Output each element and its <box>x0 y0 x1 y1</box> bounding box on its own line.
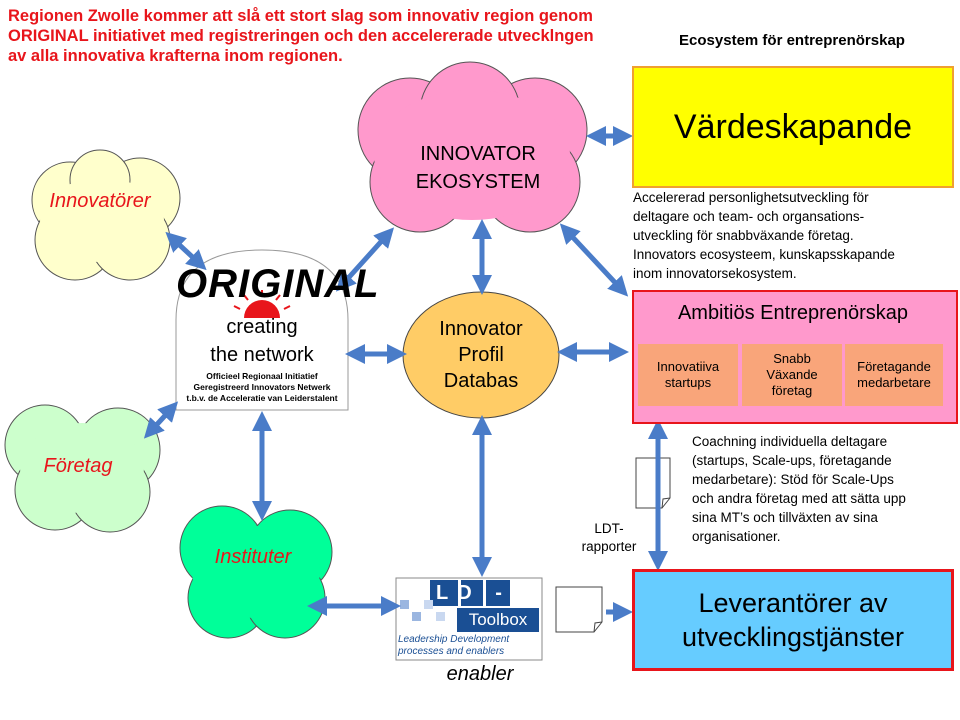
original-logo[interactable] <box>175 249 349 411</box>
original-line: the network <box>210 344 314 366</box>
accel-line: utveckling för snabbväxande företag. <box>633 228 854 243</box>
original-title: ORIGINAL <box>176 262 380 306</box>
original-line: creating <box>226 316 298 338</box>
sub-innovativa-startups[interactable]: Innovatiiva startups <box>638 344 738 406</box>
enabler-label: enabler <box>446 663 514 685</box>
ekosystem-line: INNOVATOR <box>420 143 536 165</box>
databas-line: Innovator <box>439 318 523 340</box>
toolbox-ld-text: LD - <box>436 582 511 604</box>
cloud-foretag[interactable] <box>4 404 161 533</box>
arrow-innovatorer-original <box>165 231 207 271</box>
cloud-instituter[interactable] <box>179 505 333 639</box>
arrow-original-ekosystem <box>335 227 395 292</box>
ld-toolbox-logo[interactable] <box>395 577 543 661</box>
ekosystem-label: INNOVATOR EKOSYSTEM <box>398 140 558 196</box>
coaching-line: (startups, Scale-ups, företagande <box>692 453 892 468</box>
document-icon <box>555 586 603 633</box>
innovatorer-label: Innovatörer <box>49 190 151 212</box>
ldt-line: rapporter <box>581 539 637 554</box>
ldt-line: LDT- <box>594 521 624 536</box>
leverantorer-line: utvecklingstjänster <box>681 622 905 652</box>
ekosystem-line: EKOSYSTEM <box>415 171 541 193</box>
toolbox-caption: Leadership Development processes and ena… <box>398 634 540 658</box>
coaching-description: Coachning individuella deltagare (startu… <box>692 432 954 546</box>
databas-label: Innovator Profil Databas <box>410 316 552 394</box>
coaching-line: och andra företag med att sätta upp <box>692 491 906 506</box>
sub-foretagande-medarbetare[interactable]: Företagande medarbetare <box>845 344 943 406</box>
leverantorer-box[interactable]: Leverantörer av utvecklingstjänster <box>632 569 954 671</box>
headline: Regionen Zwolle kommer att slå ett stort… <box>8 7 594 65</box>
sub-line: Innovatiiva <box>656 359 720 374</box>
sun-icon <box>233 290 291 318</box>
vardeskapande-box[interactable]: Värdeskapande <box>632 66 954 188</box>
original-smallprint: Officieel Regionaal Initiatief Geregistr… <box>176 371 348 404</box>
ldt-rapporter-label: LDT- rapporter <box>572 520 646 556</box>
original-tagline: creating the network <box>176 313 348 369</box>
accel-line: deltagare och team- och organsations- <box>633 209 865 224</box>
sub-line: Snabb <box>773 351 811 366</box>
toolbox-title: Toolbox <box>468 610 528 629</box>
sub-line: Växande <box>766 367 818 382</box>
instituter-label: Instituter <box>214 546 292 568</box>
foretag-label: Företag <box>43 455 113 477</box>
leverantorer-line: Leverantörer av <box>698 588 888 618</box>
accel-line: Innovators ecosysteem, kunskapsskapande <box>633 247 895 262</box>
ambitios-title: Ambitiös Entreprenörskap <box>677 302 909 324</box>
databas-line: Profil <box>458 344 504 366</box>
cloud-innovatorer[interactable] <box>31 149 181 281</box>
cloud-innovator-ekosystem[interactable] <box>357 61 588 233</box>
arrow-foretag-original <box>143 401 179 439</box>
accel-line: inom innovatorsekosystem. <box>633 266 797 281</box>
accel-description: Accelererad personlighetsutveckling för … <box>633 188 957 283</box>
coaching-line: organisationer. <box>692 529 781 544</box>
toolbox-caption-line: processes and enablers <box>398 646 505 657</box>
sub-snabb-vaxande[interactable]: Snabb Växande företag <box>742 344 842 406</box>
sub-line: medarbetare <box>857 375 931 390</box>
arrow-ekosystem-ambitios <box>559 223 629 297</box>
coaching-line: medarbetare): Stöd för Scale-Ups <box>692 472 894 487</box>
document-icon <box>635 457 671 509</box>
sub-line: Företagande <box>857 359 931 374</box>
original-small-line: t.b.v. de Acceleratie van Leiderstalent <box>186 393 338 403</box>
coaching-line: sina MT’s och tillväxten av sina <box>692 510 878 525</box>
accel-line: Accelererad personlighetsutveckling för <box>633 190 869 205</box>
original-small-line: Officieel Regionaal Initiatief <box>206 371 318 381</box>
ecosystem-title: Ecosystem för entreprenörskap <box>679 32 905 49</box>
original-small-line: Geregistreerd Innovators Netwerk <box>193 382 331 392</box>
coaching-line: Coachning individuella deltagare <box>692 434 888 449</box>
connector-arrows <box>143 126 668 622</box>
toolbox-caption-line: Leadership Development <box>398 634 510 645</box>
sub-line: startups <box>664 375 712 390</box>
sub-line: företag <box>771 383 813 398</box>
databas-line: Databas <box>443 370 519 392</box>
